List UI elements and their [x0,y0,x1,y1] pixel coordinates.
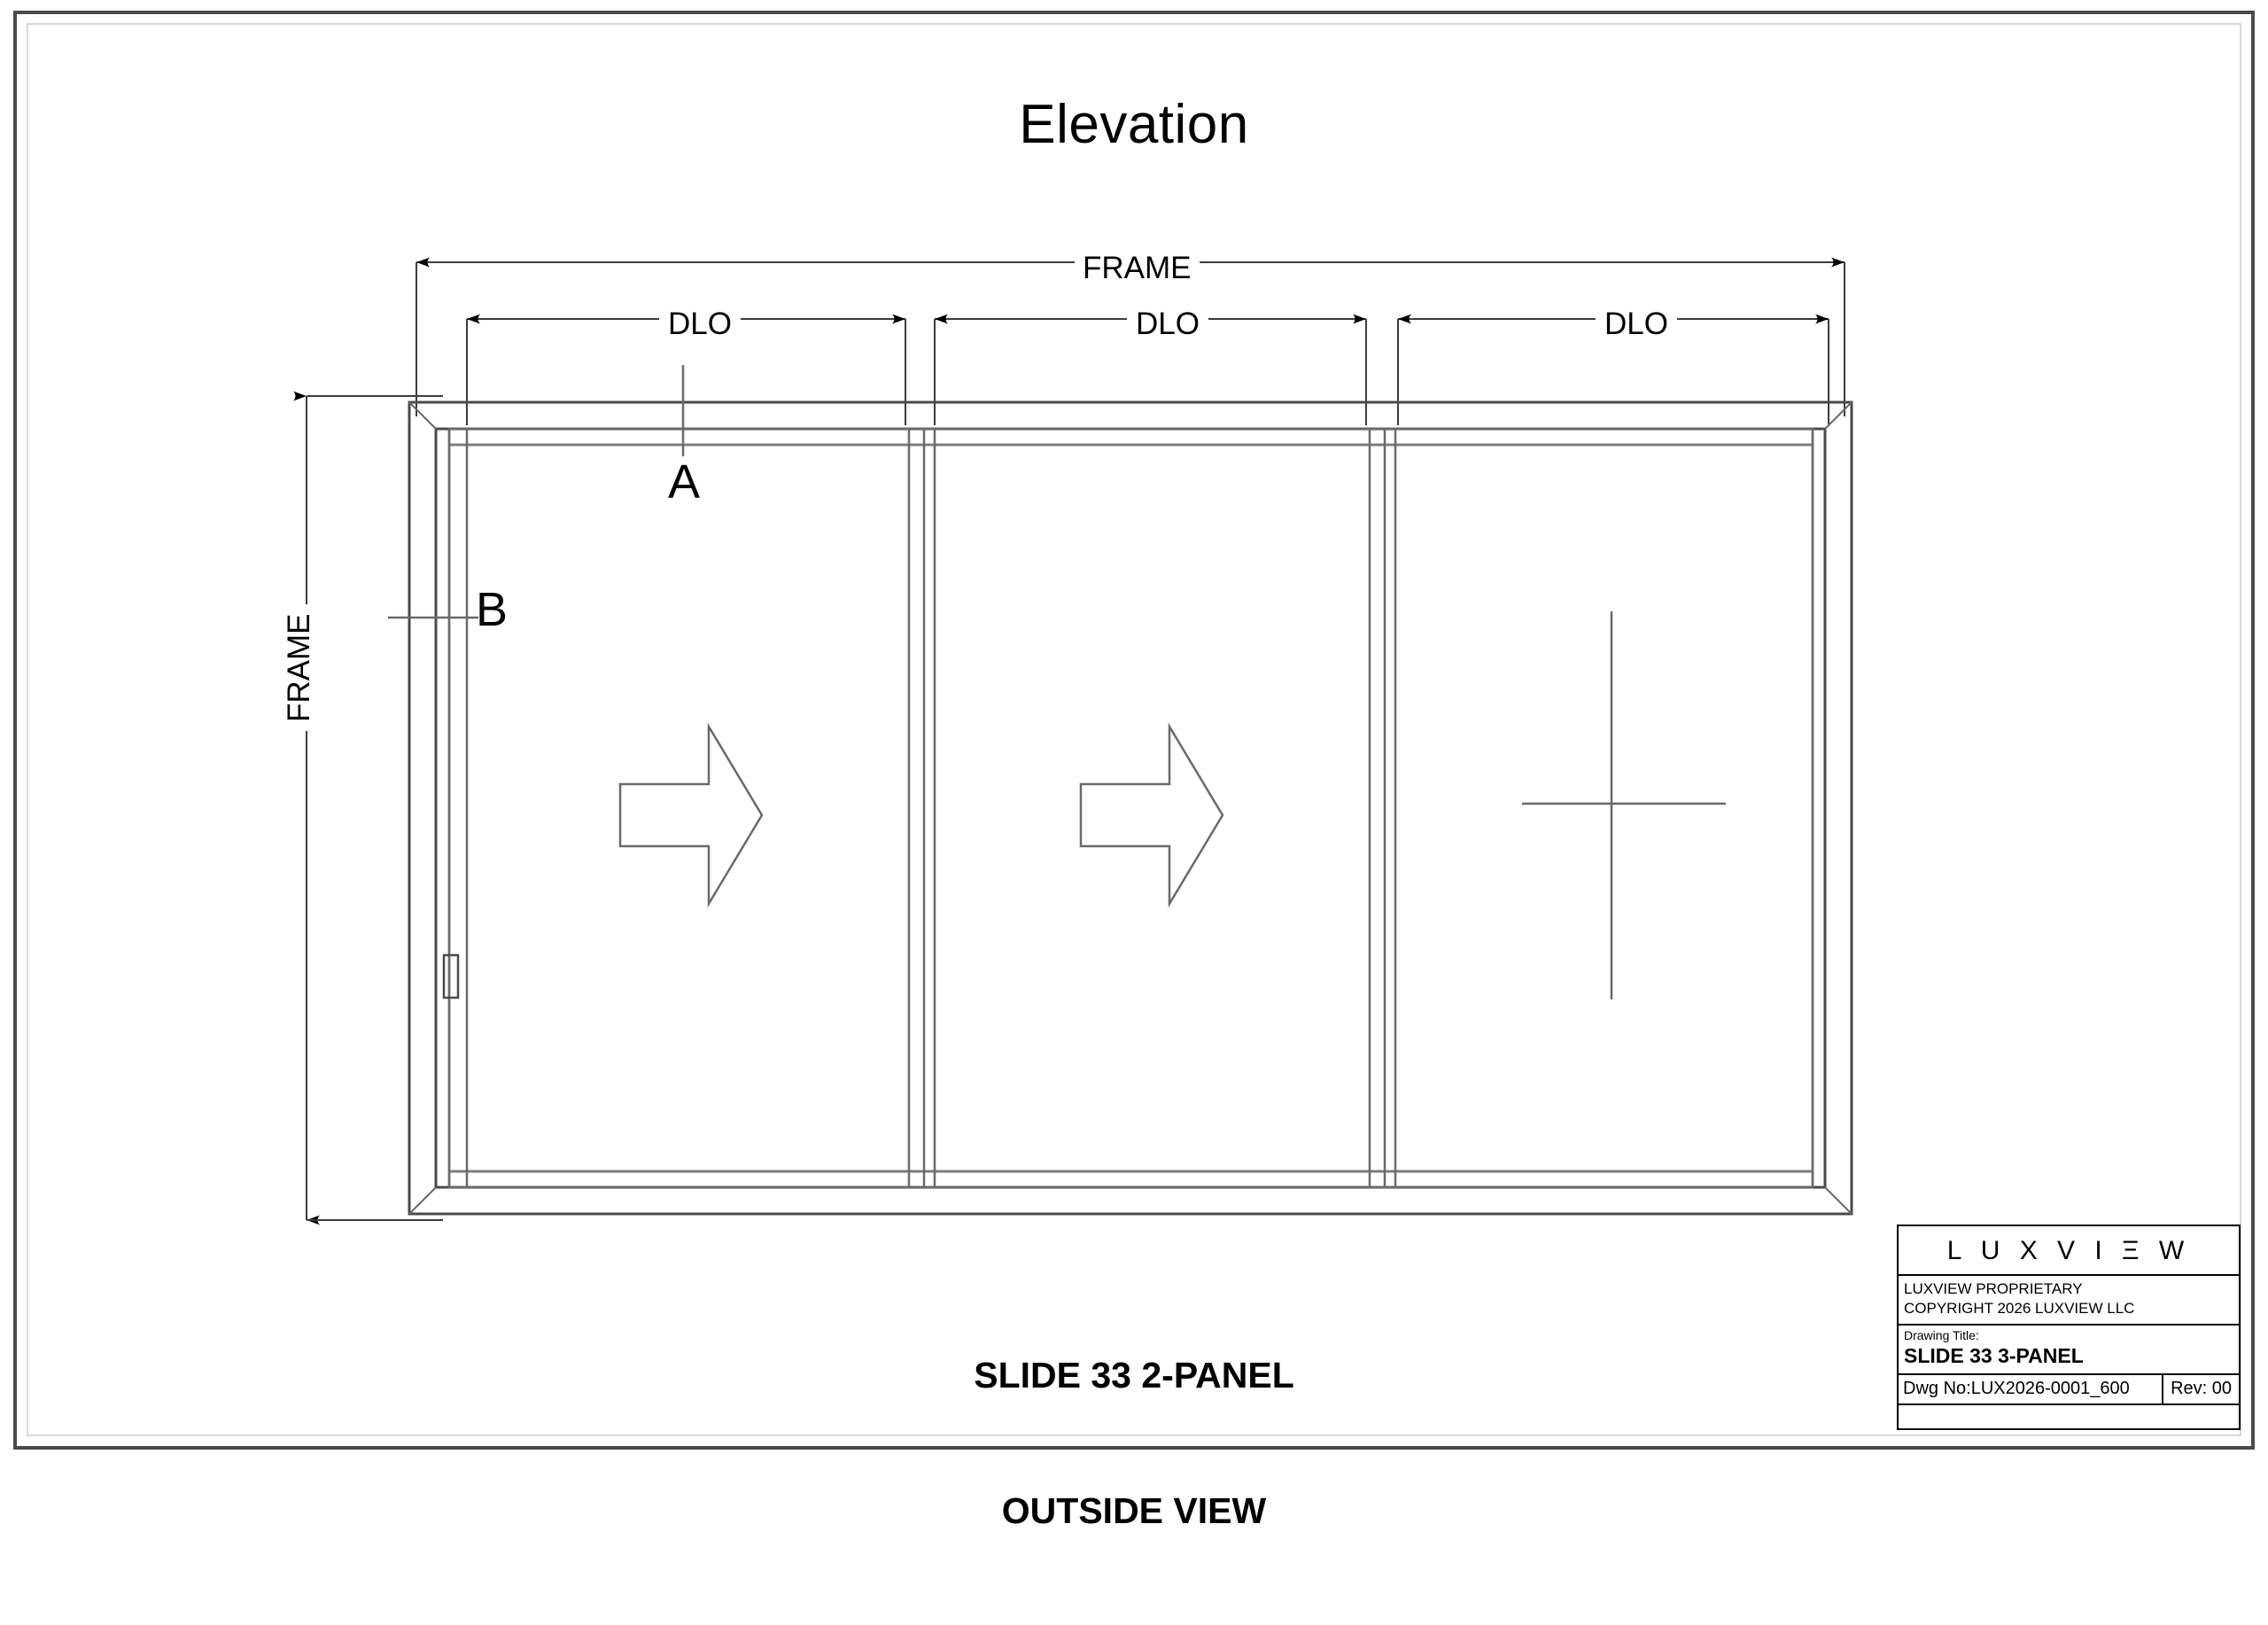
drawing-sheet: Elevation FRAME DLO DLO DLO FRAME A B SL… [13,11,2255,1531]
dlo-dimension-label-3: DLO [1596,307,1677,342]
drawing-title-cell: Drawing Title: SLIDE 33 3-PANEL [1899,1326,2239,1374]
sash-outlines [447,427,1814,1189]
dimension-frame-height [293,391,443,1225]
inner-frame-outline [434,427,1827,1189]
proprietary-notice: LUXVIEW PROPRIETARY COPYRIGHT 2026 LUXVI… [1899,1276,2239,1324]
revision-number: Rev: 00 [2171,1379,2232,1399]
outer-frame-outline [408,400,1853,1216]
frame-miter-corners [408,401,1852,1215]
frame-height-dimension-label: FRAME [282,604,317,731]
elevation-drawing-canvas [13,11,2255,1450]
drawing-title-value: SLIDE 33 3-PANEL [1904,1343,2084,1367]
proprietary-line-2: COPYRIGHT 2026 LUXVIEW LLC [1904,1300,2135,1318]
title-block: L U X V I Ξ W LUXVIEW PROPRIETARY COPYRI… [1897,1225,2241,1431]
frame-width-dimension-label: FRAME [1075,251,1200,286]
proprietary-line-1: LUXVIEW PROPRIETARY [1904,1280,2083,1297]
luxview-logo: L U X V I Ξ W [1946,1236,2191,1265]
blank-cell [1899,1405,2239,1428]
callout-label-b: B [476,583,509,636]
panel-1-operation-arrow [618,722,764,908]
interlock-stile-1 [907,429,936,1187]
panel-handle [442,953,460,999]
panel-3-fixed-cross [1522,611,1726,999]
title-block-number-row: Dwg No:LUX2026-0001_600 Rev: 00 [1899,1375,2239,1406]
caption-line-2: OUTSIDE VIEW [1001,1490,1267,1532]
sash-rails [449,443,1813,1173]
panel-2-operation-arrow [1079,722,1224,908]
page-title: Elevation [1019,94,1249,155]
title-block-drawing-title-row: Drawing Title: SLIDE 33 3-PANEL [1899,1326,2239,1376]
window-frame-assembly [408,400,1853,1216]
dlo-dimension-label-2: DLO [1127,307,1208,342]
title-block-blank-row [1899,1405,2239,1428]
drawing-title-caption: Drawing Title: [1904,1327,1979,1342]
title-block-logo-row: L U X V I Ξ W [1899,1226,2239,1276]
jamb-inner-lines [447,429,1814,1187]
dlo-dimension-label-1: DLO [659,307,741,342]
title-block-proprietary-row: LUXVIEW PROPRIETARY COPYRIGHT 2026 LUXVI… [1899,1276,2239,1326]
dwg-no-rev-row: Dwg No:LUX2026-0001_600 Rev: 00 [1899,1375,2239,1404]
sheet-border [13,11,2255,1450]
drawing-number: Dwg No:LUX2026-0001_600 [1899,1375,2164,1404]
callout-label-a: A [668,455,701,509]
interlock-stile-2 [1368,429,1397,1187]
caption-line-1: SLIDE 33 2-PANEL [974,1354,1294,1396]
